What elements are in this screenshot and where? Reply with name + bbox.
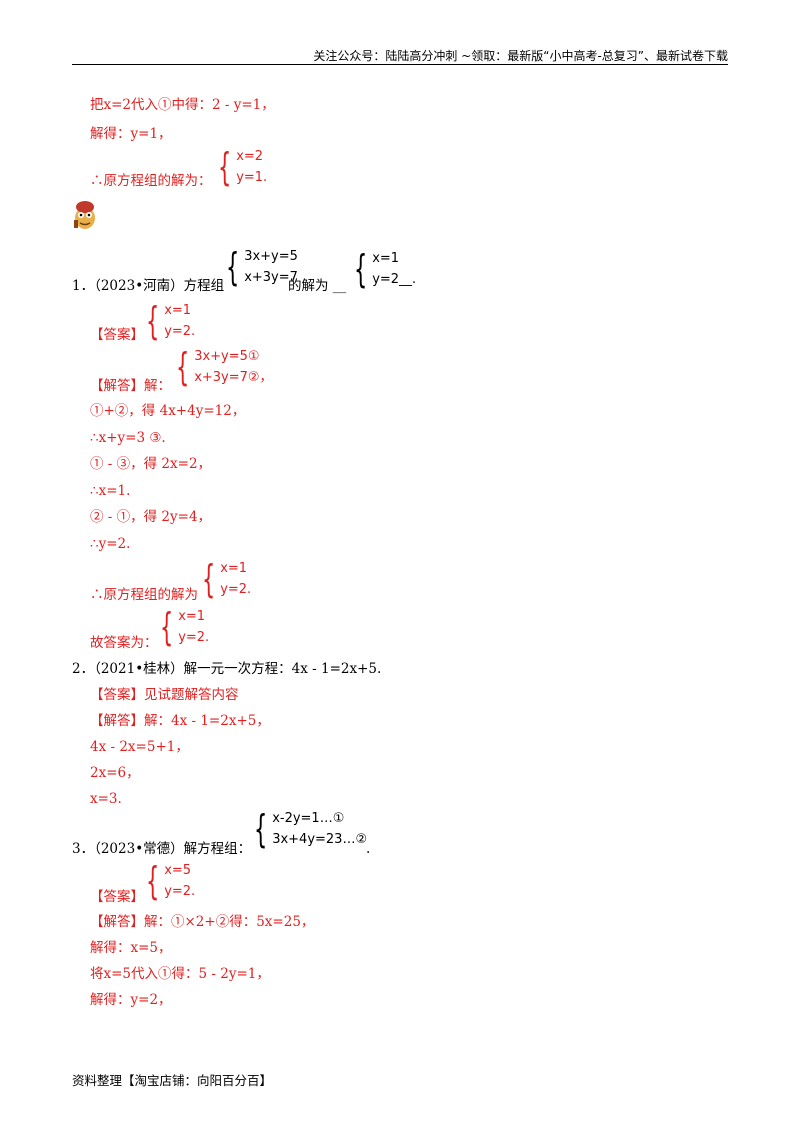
system-equation: x=5	[164, 863, 192, 878]
q1-step: ①+②，得 4x+4y=12，	[90, 403, 246, 419]
system-equation: y=2.	[178, 630, 210, 645]
system-equation: y=2.	[164, 884, 196, 899]
system-equation: y=1.	[236, 170, 268, 185]
q1-conclusion-system: { x=1 y=2.	[202, 558, 251, 600]
system-equation: 3x+y=5①	[194, 349, 260, 364]
system-equation: x=1	[372, 251, 400, 266]
system-equation: x=2	[236, 149, 264, 164]
q3-suffix: .	[366, 841, 371, 857]
intro-solution-system: { x=2 y=1.	[218, 146, 267, 188]
q2-step: 4x - 2x=5+1，	[90, 739, 189, 755]
q2-step: 2x=6，	[90, 765, 140, 781]
system-equation: y=2__.	[372, 272, 417, 287]
q1-step: ∴y=2.	[90, 536, 131, 552]
header-divider	[72, 64, 728, 65]
q3-step: 解得：x=5，	[90, 940, 172, 956]
cartoon-mascot-icon	[74, 201, 95, 229]
q1-conclusion: ∴原方程组的解为	[90, 587, 198, 603]
q1-step: ∴x=1.	[90, 483, 131, 499]
system-equation: y=2.	[164, 324, 196, 339]
q1-step: ∴x+y=3 ③.	[90, 430, 166, 446]
q3-answer-label: 【答案】	[90, 889, 144, 905]
page-footer: 资料整理【淘宝店铺：向阳百分百】	[72, 1073, 273, 1088]
brace-icon: {	[226, 245, 240, 289]
brace-icon: {	[160, 605, 174, 649]
system-equation: x+3y=7②，	[194, 370, 273, 385]
q2-analysis: 【解答】解：4x - 1=2x+5，	[90, 713, 270, 729]
brace-icon: {	[202, 557, 216, 601]
page-header: 关注公众号：陆陆高分冲刺 ~领取：最新版“小中高考-总复习”、最新试卷下载	[313, 49, 728, 63]
q1-answer-label: 【答案】	[90, 327, 144, 343]
brace-icon: {	[254, 807, 268, 851]
q1-system: { 3x+y=5 x+3y=7	[226, 246, 298, 288]
system-equation: x=1	[164, 303, 192, 318]
q1-blank-answer: { x=1 y=2__.	[354, 248, 416, 290]
system-equation: x=1	[220, 561, 248, 576]
intro-line-2: 解得：y=1，	[90, 126, 172, 142]
q1-analysis-system: { 3x+y=5① x+3y=7②，	[176, 346, 273, 388]
q1-step: ② - ①，得 2y=4，	[90, 509, 212, 525]
brace-icon: {	[354, 247, 368, 291]
system-equation: x+3y=7	[244, 270, 298, 285]
q1-analysis-label: 【解答】解：	[90, 378, 171, 394]
q1-final-answer: 故答案为：	[90, 635, 158, 651]
q2-step: x=3.	[90, 791, 122, 807]
brace-icon: {	[176, 345, 190, 389]
system-equation: x=1	[178, 609, 206, 624]
q1-mid-text: 的解为 __	[288, 278, 347, 294]
q1-prompt: 1．（2023•河南）方程组	[72, 278, 225, 294]
q3-system: { x-2y=1…① 3x+4y=23…②	[254, 808, 367, 850]
brace-icon: {	[146, 859, 160, 903]
intro-line-1: 把x=2代入①中得：2 - y=1，	[90, 97, 275, 113]
q3-answer-system: { x=5 y=2.	[146, 860, 195, 902]
q1-answer-system: { x=1 y=2.	[146, 300, 195, 342]
q3-analysis: 【解答】解：①×2+②得：5x=25，	[90, 914, 315, 930]
intro-conclusion: ∴原方程组的解为：	[90, 173, 212, 189]
q1-final-system: { x=1 y=2.	[160, 606, 209, 648]
q1-step: ① - ③，得 2x=2，	[90, 456, 212, 472]
brace-icon: {	[218, 145, 232, 189]
q2-prompt: 2．（2021•桂林）解一元一次方程：4x - 1=2x+5.	[72, 661, 382, 677]
system-equation: x-2y=1…①	[272, 811, 345, 826]
system-equation: 3x+4y=23…②	[272, 832, 368, 847]
q3-step: 将x=5代入①得：5 - 2y=1，	[90, 966, 270, 982]
q3-prompt: 3．（2023•常德）解方程组：	[72, 841, 252, 857]
system-equation: 3x+y=5	[244, 249, 298, 264]
q2-answer: 【答案】见试题解答内容	[90, 687, 239, 703]
brace-icon: {	[146, 299, 160, 343]
system-equation: y=2.	[220, 582, 252, 597]
q3-step: 解得：y=2，	[90, 992, 172, 1008]
